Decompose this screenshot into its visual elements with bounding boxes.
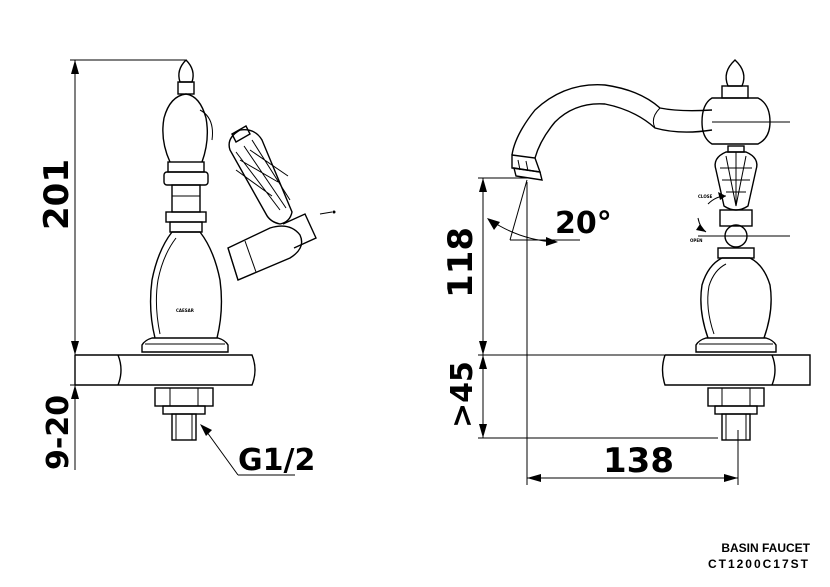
side-handle xyxy=(227,125,336,281)
handle-close-mark: CLOSE xyxy=(698,194,713,199)
dim-total-height: 201 xyxy=(37,159,77,230)
dim-thread: G1/2 xyxy=(238,443,315,478)
product-name: BASIN FAUCET xyxy=(721,541,810,555)
dim-deck-thickness: 9-20 xyxy=(41,395,76,470)
dim-min-depth: >45 xyxy=(445,361,480,428)
dim-angle: 20° xyxy=(555,206,612,241)
body-brand-mark: CAESAR xyxy=(176,308,194,313)
dim-reach: 138 xyxy=(603,441,674,481)
title-block: BASIN FAUCET CT1200C17ST xyxy=(660,540,810,572)
front-view: 118 >45 138 20° xyxy=(441,59,811,485)
side-view: 201 9-20 CAESAR xyxy=(37,59,336,478)
dim-spout-height: 118 xyxy=(441,227,481,298)
handle-open-mark: OPEN xyxy=(690,238,702,243)
model-number: CT1200C17ST xyxy=(707,557,810,571)
